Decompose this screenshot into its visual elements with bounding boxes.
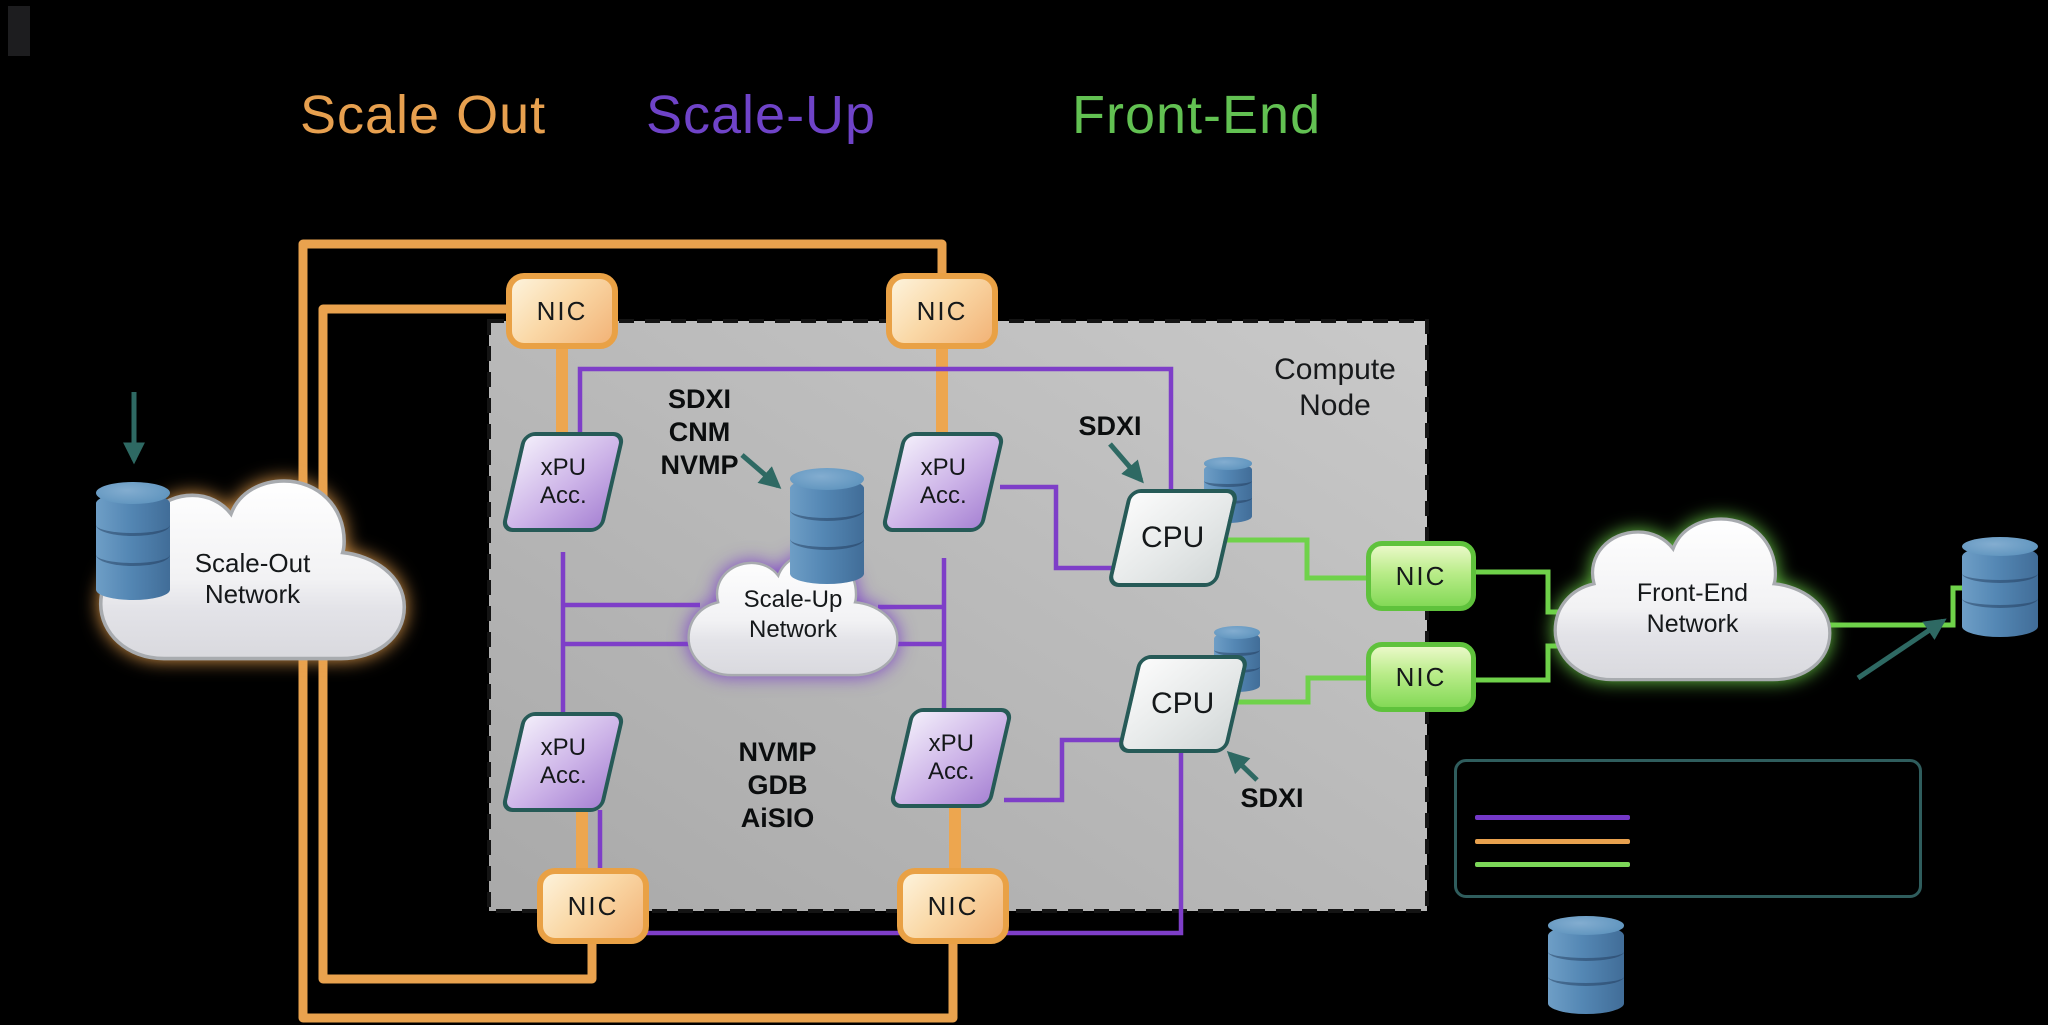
arrow-sdxi-cpu2 [1226,750,1259,782]
database-divider [96,543,170,566]
line-nic5-cloud [1472,569,1564,615]
database-top [1214,626,1260,639]
cpu-label: CPU [1141,521,1205,554]
legend-line-scale-up [1475,815,1630,820]
annotation-line: SDXI [667,384,732,414]
annotation-line: AiSIO [740,803,815,833]
database-top [1548,916,1624,935]
database-divider [790,528,864,551]
line-cpu1-nic5 [1222,537,1370,581]
database-top [1204,457,1252,470]
annotation-nvmp-gdb-aisio: NVMP GDB AiSIO [690,736,865,835]
nic-bottom-left: NIC [537,868,649,944]
nic-label: NIC [567,890,619,921]
front-end-network-cloud [1553,517,1832,682]
database-top [1962,537,2038,556]
xpu-label-line1: xPU [540,454,586,481]
xpu-label-line2: Acc. [539,762,587,789]
title-scale-up: Scale-Up [646,85,877,145]
cpu-top: CPU [1106,489,1240,587]
annotation-sdxi-cnm-nvmp: SDXI CNM NVMP [612,383,787,482]
line-xpu2-cpu1 [1000,484,1130,571]
cpu-label: CPU [1151,687,1215,720]
legend-line-scale-out [1475,839,1630,844]
nic-bottom-right: NIC [897,868,1009,944]
annotation-arrows [122,392,1947,782]
nic-label: NIC [927,890,979,921]
database-divider [1548,967,1624,986]
database-icon-front-end [1962,537,2038,637]
nic-front-end-bottom: NIC [1366,642,1476,712]
xpu-label-line1: xPU [920,454,966,481]
scale-up-network-line1: Scale-Up [743,586,843,613]
xpu-label-line2: Acc. [919,482,967,509]
title-front-end: Front-End [1072,85,1322,145]
arrow-to-db2 [740,453,782,489]
annotation-line: NVMP [660,450,739,480]
annotation-sdxi-top: SDXI [1078,411,1142,441]
nic-label: NIC [916,295,968,326]
scale-out-inner-loop [318,304,597,984]
database-divider [1204,475,1252,488]
scale-out-network-line1: Scale-Out [194,548,311,578]
database-divider [1214,644,1260,657]
legend-box [1454,759,1922,898]
line-nic6-cloud [1472,643,1564,683]
line-xpu4-cpu2 [1004,737,1135,803]
xpu-label-line1: xPU [540,734,586,761]
annotation-line: CNM [668,417,731,447]
scale-out-network-label: Scale-Out Network [95,548,410,610]
annotation-line: NVMP [738,737,817,767]
line-xpu1-cpu1 [577,366,1174,498]
database-divider [1962,589,2038,608]
scale-up-network-line2: Network [748,616,838,643]
nic-top-right: NIC [886,273,998,349]
cloud-shape [1553,517,1832,682]
database-divider [1962,564,2038,583]
compute-node-label: Compute Node [1274,353,1396,422]
title-scale-out: Scale Out [300,85,547,145]
arrow-sdxi-cpu1 [1108,442,1144,484]
front-end-lines [1222,537,1968,705]
line-cloud-db3 [1822,585,1968,628]
nic-front-end-top: NIC [1366,541,1476,611]
legend-line-front-end [1475,862,1630,867]
database-icon-bottom-right [1548,916,1624,1014]
xpu-label-line1: xPU [928,730,974,757]
annotation-line: GDB [747,770,808,800]
nic-label: NIC [1395,661,1447,692]
database-top [96,482,170,505]
cpu-bottom: CPU [1116,655,1250,753]
scale-out-network-line2: Network [204,579,301,609]
annotation-sdxi-bottom: SDXI [1240,783,1304,813]
database-icon-scale-up [790,468,864,584]
front-end-network-line1: Front-End [1636,579,1749,607]
scale-up-network-label: Scale-Up Network [668,585,918,645]
scale-up-lines [560,366,1184,936]
database-top [790,468,864,491]
database-icon-scale-out [96,482,170,600]
nic-top-left: NIC [506,273,618,349]
front-end-network-line2: Network [1646,610,1739,638]
nic-label: NIC [536,295,588,326]
xpu-label-line2: Acc. [539,482,587,509]
database-divider [96,514,170,537]
slide-corner-artifact [8,6,30,56]
nic-label: NIC [1395,560,1447,591]
arrow-to-db3 [1856,618,1947,681]
xpu-label-line2: Acc. [927,758,975,785]
line-cpu2-nic6 [1232,675,1370,705]
front-end-network-label: Front-End Network [1550,578,1835,640]
database-divider [1548,942,1624,962]
database-divider [790,499,864,522]
